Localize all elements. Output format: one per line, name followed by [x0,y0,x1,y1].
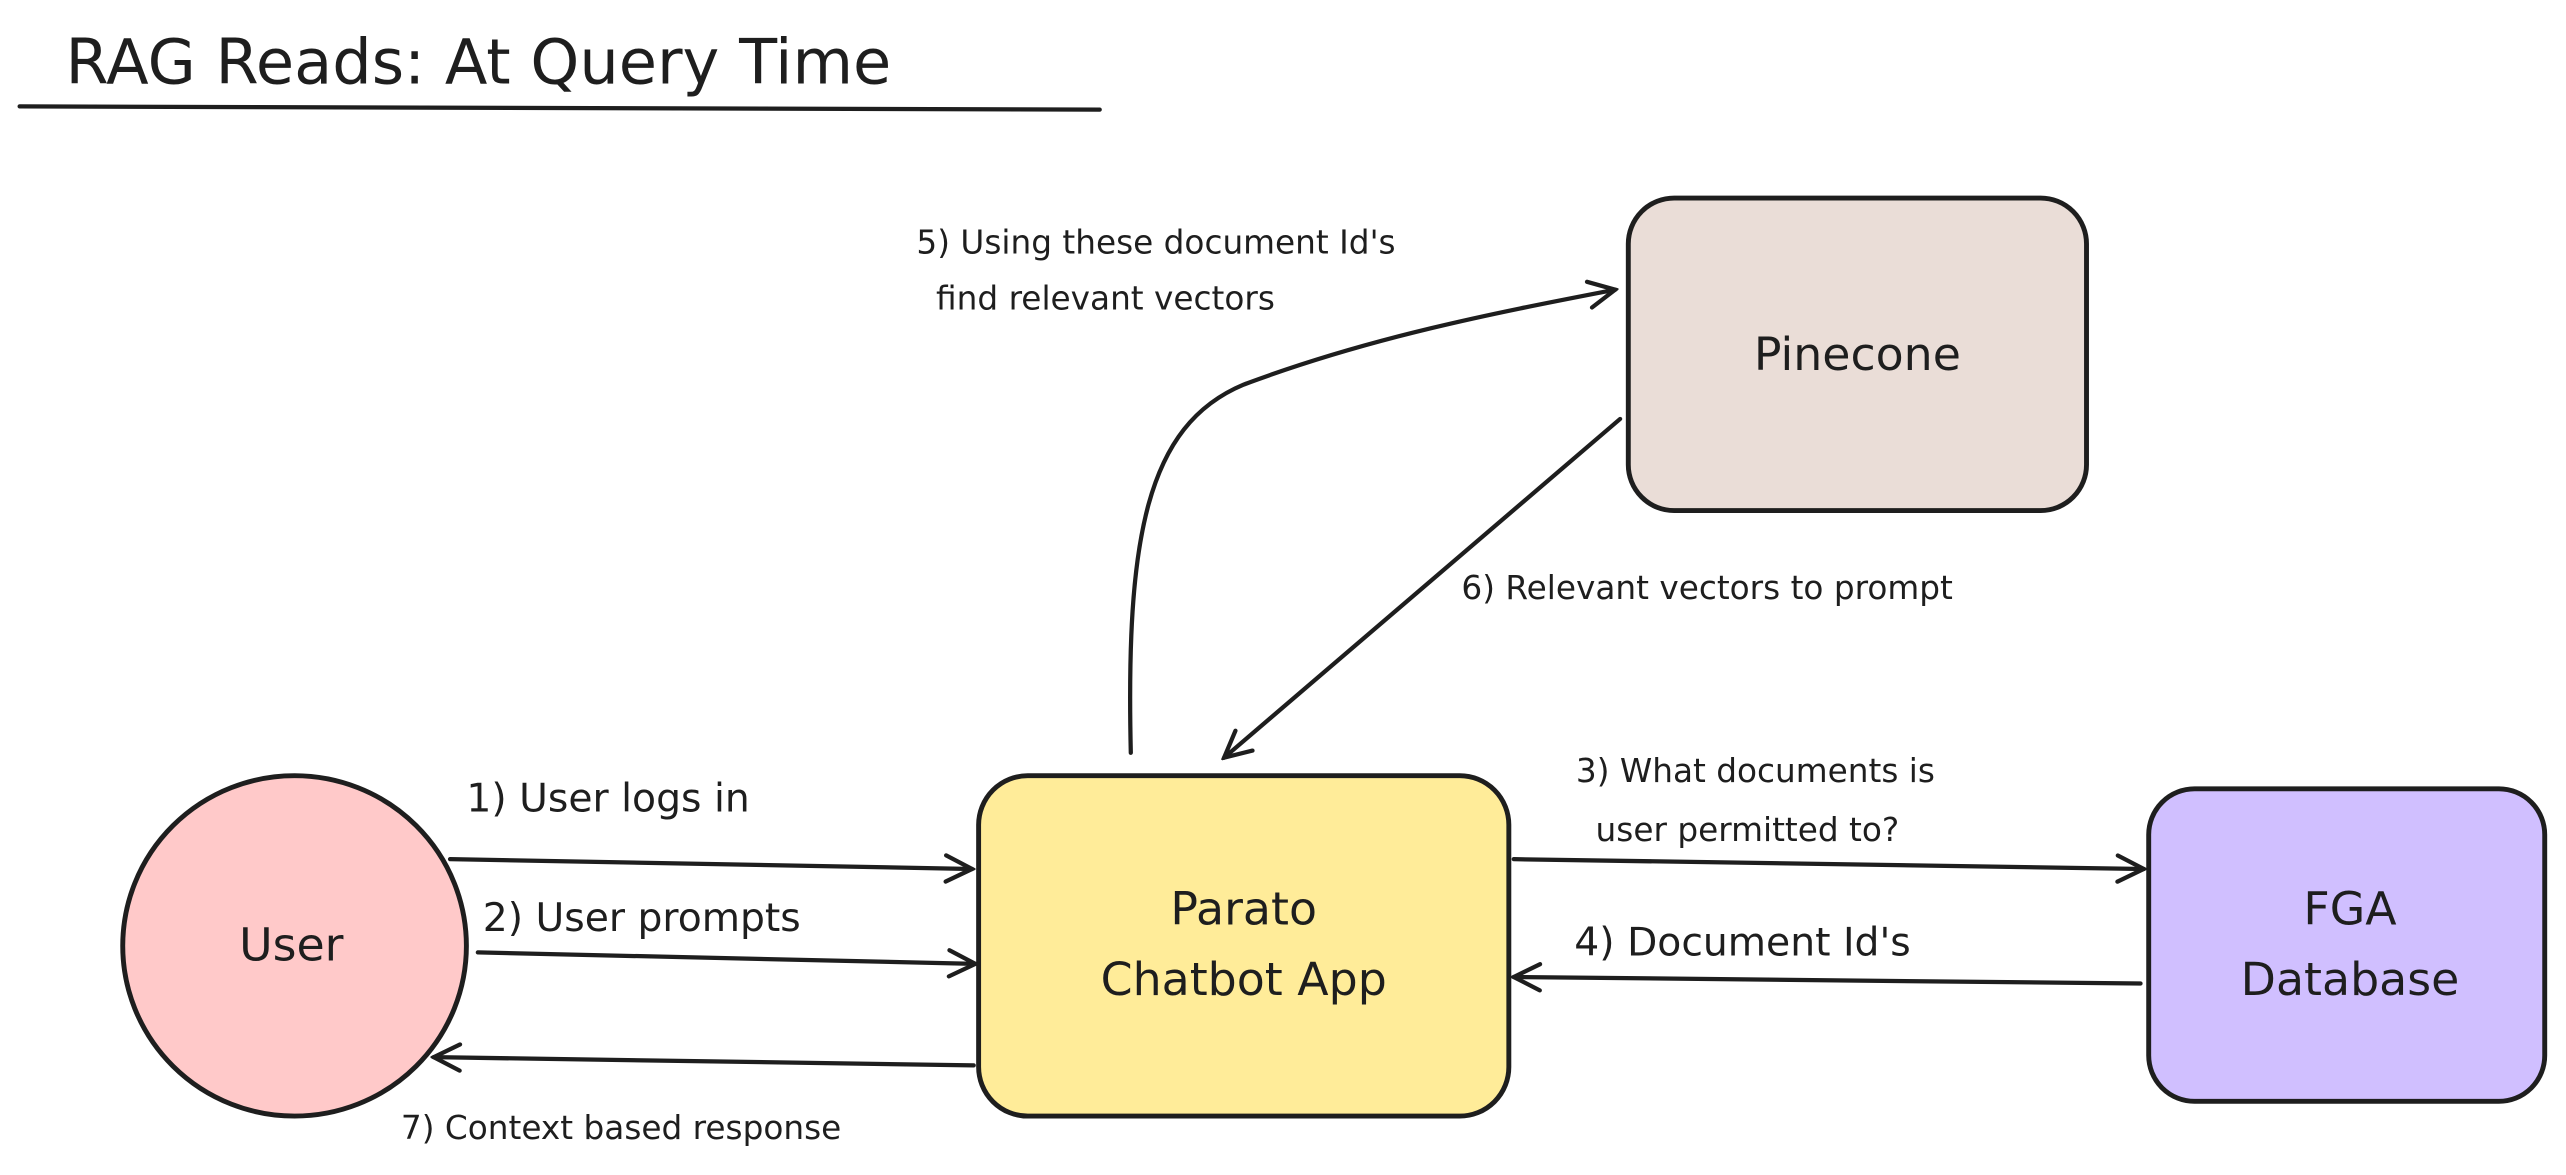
arrow-find-vectors [1127,290,1615,755]
label-permitted-documents-line2: user permitted to? [1596,811,1900,849]
chatbot-box [976,773,1512,1119]
fga-label-line2: Database [2241,952,2460,1006]
arrow-document-ids [1514,977,2143,984]
label-user-prompts: 2) User prompts [483,896,801,941]
label-context-response: 7) Context based response [401,1109,841,1147]
arrow-user-prompts [475,952,975,963]
fga-label-line1: FGA [2303,882,2396,936]
label-find-vectors-line2: find relevant vectors [936,279,1275,317]
label-user-logs-in: 1) User logs in [466,777,749,822]
node-user[interactable]: User [120,773,469,1119]
chatbot-label-line2: Chatbot App [1101,952,1387,1006]
diagram-title: RAG Reads: At Query Time [65,25,891,98]
arrow-relevant-vectors [1224,416,1623,758]
node-pinecone[interactable]: Pinecone [1625,195,2089,514]
fga-box [2146,786,2548,1104]
label-relevant-vectors: 6) Relevant vectors to prompt [1461,569,1953,607]
arrow-user-logs-in [447,859,972,869]
arrow-permitted-documents [1511,859,2144,869]
user-circle [120,773,469,1119]
chatbot-label-line1: Parato [1170,882,1317,936]
arrow-context-response [434,1057,976,1065]
pinecone-box [1625,195,2089,514]
user-label: User [239,918,344,972]
label-find-vectors-line1: 5) Using these document Id's [916,224,1395,262]
node-fga-database[interactable]: FGA Database [2146,786,2548,1104]
label-permitted-documents-line1: 3) What documents is [1576,752,1935,790]
pinecone-label: Pinecone [1754,327,1961,381]
title-underline [17,104,1102,112]
label-document-ids: 4) Document Id's [1574,921,1910,966]
node-chatbot-app[interactable]: Parato Chatbot App [976,773,1512,1119]
